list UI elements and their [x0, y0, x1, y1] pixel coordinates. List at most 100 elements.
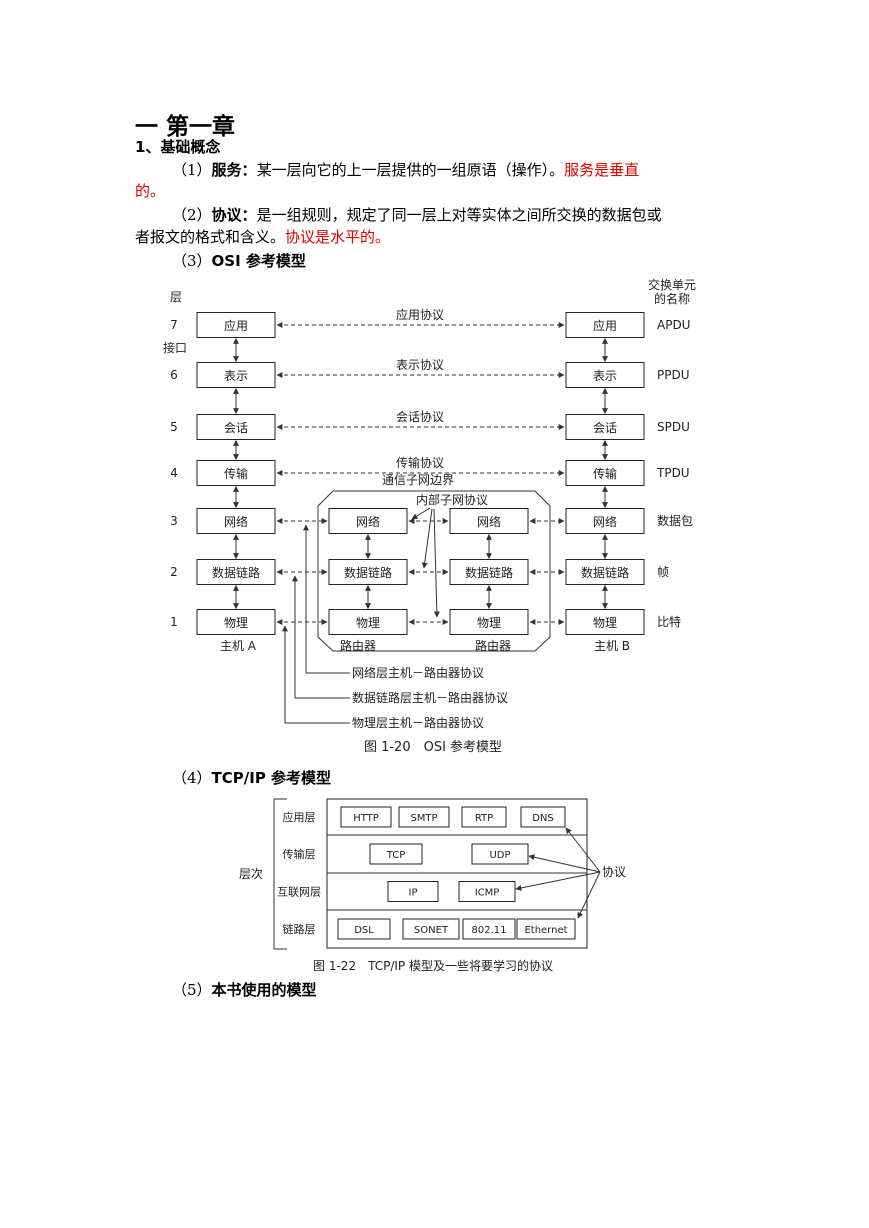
- protocol-box: [402, 918, 460, 940]
- osi-caption: 图 1-20 OSI 参考模型: [364, 739, 502, 755]
- heading-book-model: （5）本书使用的模型: [172, 980, 317, 1001]
- osi-layer-name: 传输: [593, 466, 617, 481]
- osi-unit-name: TPDU: [656, 466, 690, 480]
- protocol-pointer: [515, 871, 601, 891]
- osi-layer-name: 应用: [593, 318, 617, 333]
- host-b-label: 主机 B: [594, 639, 630, 653]
- chapter-title: 一 第一章: [135, 114, 236, 140]
- osi-layer-number: 3: [170, 514, 178, 528]
- router-label: 路由器: [475, 638, 511, 653]
- osi-layer-box-host-a: [196, 609, 276, 635]
- router-layer-box: [328, 559, 408, 585]
- osi-layer-number: 1: [170, 615, 178, 629]
- osi-layer-box-host-a: [196, 508, 276, 534]
- osi-layer-number: 6: [170, 368, 178, 382]
- layers-label: 层次: [239, 867, 263, 881]
- protocol-name: RTP: [475, 813, 493, 824]
- router-layer-name: 数据链路: [465, 565, 513, 580]
- osi-layer-name: 物理: [224, 616, 248, 630]
- paragraph-service: （1）服务：某一层向它的上一层提供的一组原语（操作）。服务是垂直: [172, 160, 639, 181]
- protocol-name: DSL: [354, 925, 374, 936]
- osi-unit-header: 交换单元: [648, 277, 696, 292]
- item2-text-b: 者报文的格式和含义。: [135, 228, 286, 246]
- osi-unit-name: 帧: [657, 565, 669, 579]
- osi-interface-label: 接口: [163, 340, 187, 355]
- protocol-box: [387, 881, 439, 902]
- router-layer-name: 物理: [477, 616, 501, 630]
- osi-layer-name: 应用: [224, 318, 248, 333]
- protocol-name: Ethernet: [524, 925, 567, 936]
- callout-label: 网络层主机－路由器协议: [352, 665, 484, 680]
- heading-osi: （3）OSI 参考模型: [172, 251, 306, 272]
- protocol-name: SMTP: [410, 813, 437, 824]
- protocol-box: [369, 843, 423, 865]
- tcpip-layer-name: 传输层: [283, 847, 316, 861]
- internal-protocol-pointer: [421, 508, 433, 569]
- protocol-pointer: [577, 871, 601, 919]
- osi-layer-header: 层: [170, 290, 182, 304]
- osi-layer-box-host-b: [565, 508, 645, 534]
- router-layer-box: [449, 609, 529, 635]
- protocol-pointer: [528, 854, 601, 873]
- router-layer-name: 网络: [477, 514, 501, 529]
- callout-label: 数据链路层主机－路由器协议: [352, 690, 508, 705]
- internal-protocol-pointer: [411, 507, 431, 520]
- section-title: 1、基础概念: [135, 138, 221, 156]
- protocol-box: [340, 806, 392, 828]
- osi-layer-box-host-a: [196, 559, 276, 585]
- protocol-box: [516, 918, 576, 940]
- protocol-pointer: [565, 827, 601, 873]
- item4-term: TCP/IP 参考模型: [211, 769, 332, 787]
- item3-term: OSI 参考模型: [211, 252, 306, 270]
- protocol-name: HTTP: [353, 813, 379, 824]
- protocol-name: 802.11: [472, 925, 507, 936]
- protocol-name: IP: [409, 888, 418, 899]
- item2-prefix: （2）: [172, 206, 212, 224]
- internal-protocol-pointer: [433, 508, 440, 618]
- item2-term: 协议：: [211, 206, 257, 224]
- protocol-box: [337, 918, 391, 940]
- peer-protocol-label: 传输协议: [396, 455, 444, 470]
- osi-layer-name: 数据链路: [581, 565, 629, 580]
- tcpip-caption: 图 1-22 TCP/IP 模型及一些将要学习的协议: [313, 958, 553, 973]
- item5-term: 本书使用的模型: [211, 981, 317, 999]
- protocol-box: [398, 806, 450, 828]
- callout-leader: [282, 625, 350, 724]
- osi-layer-box-host-a: [196, 362, 276, 388]
- osi-layer-box-host-b: [565, 460, 645, 486]
- internal-protocol-label: 内部子网协议: [416, 492, 488, 507]
- osi-layer-name: 传输: [224, 466, 248, 481]
- osi-layer-box-host-b: [565, 362, 645, 388]
- item1-highlight: 服务是垂直: [564, 161, 640, 179]
- protocol-label: 协议: [602, 864, 626, 879]
- osi-layer-box-host-b: [565, 414, 645, 440]
- osi-layer-box-host-b: [565, 312, 645, 338]
- heading-tcpip: （4）TCP/IP 参考模型: [172, 768, 331, 789]
- paragraph-protocol: （2）协议：是一组规则，规定了同一层上对等实体之间所交换的数据包或: [172, 205, 662, 226]
- item4-prefix: （4）: [172, 769, 212, 787]
- item2-highlight: 协议是水平的。: [285, 228, 391, 246]
- protocol-name: UDP: [489, 850, 510, 861]
- osi-unit-name: SPDU: [657, 420, 690, 434]
- subnet-boundary-label: 通信子网边界: [382, 473, 454, 487]
- router-layer-box: [328, 508, 408, 534]
- router-layer-name: 数据链路: [344, 565, 392, 580]
- osi-unit-name: PPDU: [657, 368, 690, 382]
- callout-label: 物理层主机－路由器协议: [352, 715, 484, 730]
- protocol-box: [462, 918, 516, 940]
- host-a-label: 主机 A: [220, 639, 257, 653]
- protocol-box: [471, 843, 529, 865]
- osi-layer-number: 2: [170, 565, 178, 579]
- osi-layer-number: 4: [170, 466, 178, 480]
- protocol-name: DNS: [532, 813, 554, 824]
- peer-protocol-label: 应用协议: [396, 307, 444, 322]
- router-layer-box: [328, 609, 408, 635]
- tcpip-layer-name: 链路层: [283, 922, 316, 936]
- protocol-name: TCP: [386, 850, 406, 861]
- osi-layer-name: 会话: [593, 421, 617, 435]
- peer-protocol-label: 表示协议: [396, 357, 444, 372]
- osi-layer-name: 表示: [224, 369, 248, 383]
- protocol-box: [461, 806, 507, 828]
- osi-layer-number: 5: [170, 420, 178, 434]
